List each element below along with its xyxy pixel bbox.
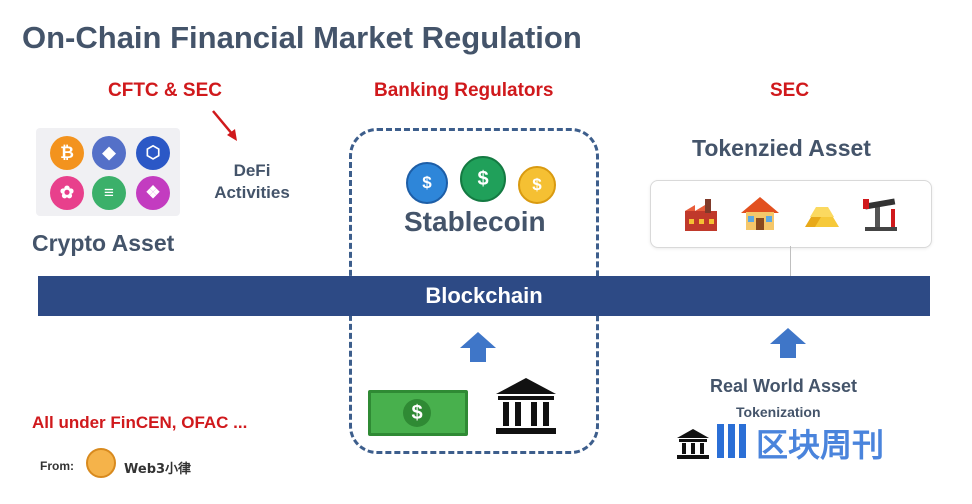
- defi-activities-label: DeFi Activities: [212, 160, 292, 204]
- stablecoin-label: Stablecoin: [404, 206, 546, 237]
- regulator-banking: Banking Regulators: [374, 80, 554, 101]
- regulator-sec: SEC: [770, 80, 810, 101]
- oil-pump-icon: [863, 198, 897, 231]
- dollar-sign-icon: $: [403, 399, 431, 427]
- tokenization-label: Tokenization: [736, 404, 821, 420]
- dollar-coin-blue-icon: $: [406, 162, 448, 204]
- from-label: From:: [40, 459, 74, 473]
- chainlink-icon: ⬡: [136, 136, 170, 170]
- watermark-logo-icon: [717, 424, 746, 458]
- regulator-cftc-sec: CFTC & SEC: [108, 80, 222, 101]
- connector-line: [790, 246, 791, 276]
- token-icon: ≡: [92, 176, 126, 210]
- fincen-ofac-note: All under FinCEN, OFAC ...: [32, 413, 248, 432]
- factory-icon: [685, 199, 717, 231]
- crypto-asset-label: Crypto Asset: [32, 230, 175, 256]
- polkadot-icon: ❖: [136, 176, 170, 210]
- author-avatar: [86, 448, 116, 478]
- tokenized-asset-label: Tokenzied Asset: [692, 135, 871, 161]
- gold-icon: [805, 207, 839, 227]
- up-arrow-center-icon: [460, 332, 496, 362]
- dollar-coin-green-icon: $: [460, 156, 506, 202]
- bank-small-icon: [677, 429, 709, 459]
- real-world-asset-label: Real World Asset: [710, 376, 858, 396]
- watermark-text: 区块周刊: [756, 426, 885, 464]
- tokenized-asset-panel: [650, 180, 932, 248]
- author-name: Web3小律: [124, 462, 192, 477]
- dollar-coin-gold-icon: $: [518, 166, 556, 204]
- up-arrow-right-icon: [770, 328, 806, 358]
- uniswap-icon: ✿: [50, 176, 84, 210]
- defi-line1: DeFi: [233, 161, 271, 180]
- cash-bill-icon: $: [368, 390, 468, 436]
- crypto-icons-panel: ₿ ◆ ⬡ ✿ ≡ ❖: [36, 128, 180, 216]
- bitcoin-icon: ₿: [50, 136, 84, 170]
- red-arrow-icon: [212, 110, 237, 141]
- blockchain-bar: Blockchain: [38, 276, 930, 316]
- defi-line2: Activities: [214, 183, 290, 202]
- blockchain-label: Blockchain: [425, 283, 543, 308]
- ethereum-icon: ◆: [92, 136, 126, 170]
- bank-icon: [496, 378, 556, 434]
- page-title: On-Chain Financial Market Regulation: [22, 20, 582, 55]
- house-icon: [741, 197, 779, 230]
